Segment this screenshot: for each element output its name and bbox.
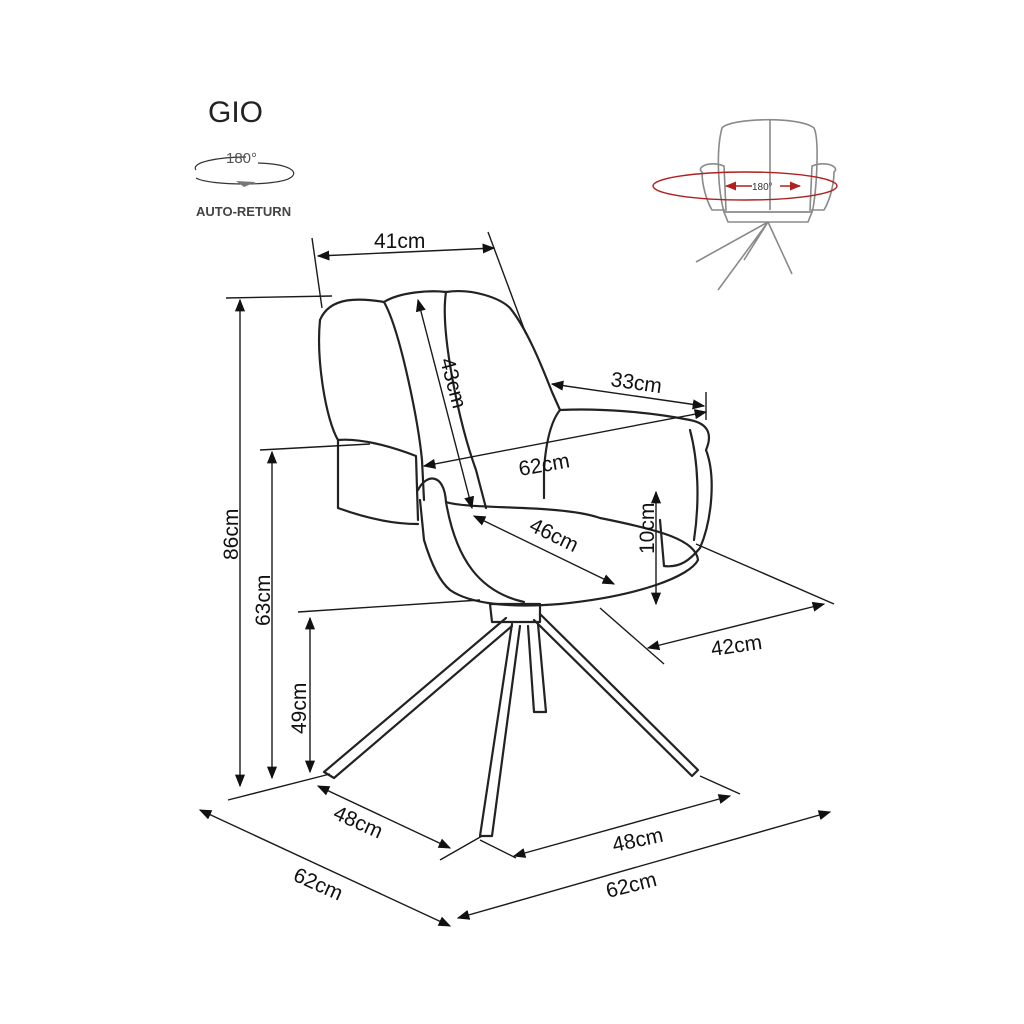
dim-seat-depth: 46cm	[526, 514, 582, 557]
dim-arm-height: 63cm	[252, 575, 275, 626]
chair-outline	[318, 290, 713, 838]
dim-seat-height: 49cm	[288, 683, 311, 734]
dim-footprint-right: 62cm	[604, 868, 659, 903]
dim-arm-above-seat: 10cm	[636, 503, 659, 554]
inset-chair-rotation	[652, 118, 838, 291]
dim-footprint-left: 62cm	[290, 864, 346, 906]
dim-overall-width-top: 62cm	[517, 449, 572, 481]
dim-back-width: 41cm	[374, 230, 425, 253]
inset-rotation-label: 180°	[752, 182, 773, 193]
rotation-degrees: 180°	[226, 150, 257, 167]
rotation-icon	[194, 156, 295, 187]
dim-base-right: 48cm	[610, 824, 665, 857]
dim-seat-width: 42cm	[709, 631, 763, 661]
product-title: GIO	[208, 96, 263, 129]
dim-total-height: 86cm	[220, 509, 243, 560]
dim-base-left: 48cm	[330, 802, 386, 844]
dim-back-height: 43cm	[435, 355, 471, 411]
auto-return-label: AUTO-RETURN	[196, 204, 291, 219]
